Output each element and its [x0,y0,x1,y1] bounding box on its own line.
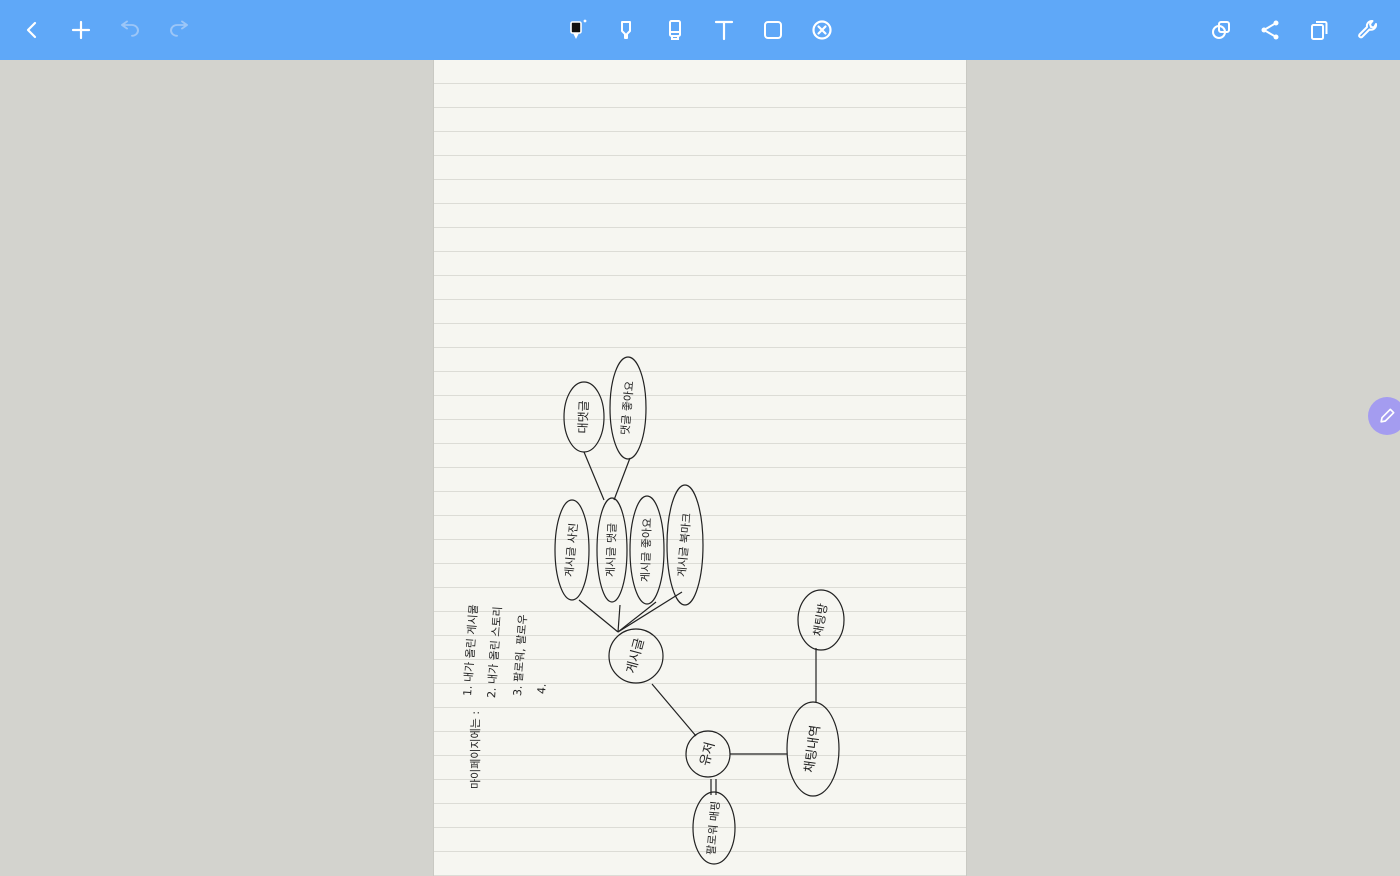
shapes-icon [1212,21,1230,39]
connector-posts-photo [578,599,619,633]
add-button[interactable] [61,10,101,50]
label-post-like: 게시글 좋아요 [639,518,654,583]
eraser-tool[interactable] [802,10,842,50]
floating-pen-button[interactable] [1368,397,1400,435]
node-post-comment [596,497,628,603]
label-post-bookmark: 게시글 북마크 [675,512,694,577]
marker-tool-icon [621,21,631,39]
highlighter-tool[interactable] [655,10,695,50]
mind-map-drawing: 유저 게시글 채팅내역 채팅방 팔로워 매핑 게시글 사진 게시글 댓글 게시글… [461,356,845,865]
text-tool[interactable] [704,10,744,50]
marker-tool[interactable] [606,10,646,50]
select-tool[interactable] [753,10,793,50]
undo-icon [121,20,139,37]
lasso-select-icon [764,21,782,39]
redo-button[interactable] [159,10,199,50]
share-button[interactable] [1250,10,1290,50]
label-user: 유저 [698,741,719,768]
settings-button[interactable] [1348,10,1388,50]
connector-comment-reply [583,451,605,501]
label-posts: 게시글 [624,637,648,676]
connector-posts-comment [617,604,621,633]
redo-icon [170,20,188,37]
pen-tool[interactable] [557,10,597,50]
back-icon [26,21,37,39]
memo-item-2: 2. 내가 올린 스토리 [485,606,504,699]
pages-icon [1311,21,1328,40]
memo-item-4: 4. [535,683,549,694]
memo-item-1: 1. 내가 올린 게시물 [461,604,480,697]
label-post-photo: 게시글 사진 [563,522,581,577]
share-icon [1261,20,1279,40]
node-comment-like [609,356,647,460]
note-page[interactable]: 유저 게시글 채팅내역 채팅방 팔로워 매핑 게시글 사진 게시글 댓글 게시글… [433,60,967,876]
eraser-tool-icon [812,20,832,40]
node-post-photo [554,499,590,601]
label-reply-comment: 대댓글 [576,400,591,434]
node-posts [608,628,664,684]
pen-tool-icon [570,19,587,39]
top-toolbar [0,0,1400,60]
memo-item-3: 3. 팔로워, 팔로우 [511,614,530,696]
node-user [685,730,731,778]
text-tool-icon [714,20,734,41]
pages-button[interactable] [1299,10,1339,50]
highlighter-tool-icon [669,20,681,40]
undo-button[interactable] [110,10,150,50]
label-follower: 팔로워 매핑 [705,800,723,855]
label-comment-like: 댓글 좋아요 [619,380,637,435]
label-chat-history: 채팅내역 [802,724,824,773]
connector-posts-user [651,683,697,737]
label-chat-room: 채팅방 [811,602,831,637]
node-chat-room [797,589,845,651]
node-reply-comment [563,381,605,453]
pencil-icon [1380,408,1395,423]
node-post-bookmark [666,484,704,606]
shapes-button[interactable] [1201,10,1241,50]
label-post-comment: 게시글 댓글 [604,523,619,578]
back-button[interactable] [12,10,52,50]
plus-icon [71,20,91,40]
node-follower [692,791,736,865]
settings-wrench-icon [1358,19,1378,39]
node-post-like [629,495,665,605]
connector-posts-like [617,601,657,633]
memo-heading: 마이페이지에는 : [469,711,482,789]
connector-comment-like [613,457,631,501]
connector-posts-bookmark [617,591,683,633]
node-chat-history [786,701,840,797]
